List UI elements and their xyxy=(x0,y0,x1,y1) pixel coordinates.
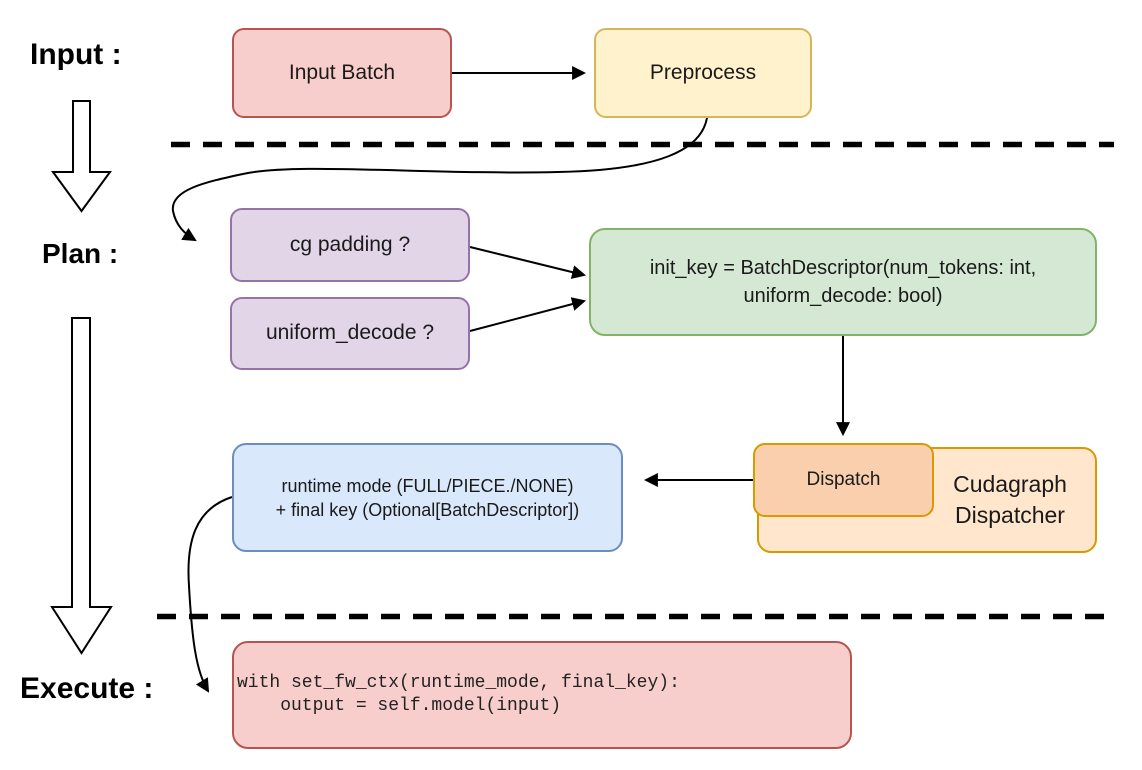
stage-label-plan: Plan : xyxy=(42,238,119,269)
arrow-cgpadding-to-initkey xyxy=(469,246,587,279)
dispatch-node: Dispatch xyxy=(753,443,934,517)
cudagraph-dispatcher-line2: Dispatcher xyxy=(955,502,1065,528)
init-key-line1: init_key = BatchDescriptor(num_tokens: i… xyxy=(649,257,1037,279)
cudagraph-dispatcher-line1: Cudagraph xyxy=(953,471,1067,497)
execute-code-line2: output = self.model(input) xyxy=(237,696,562,716)
uniform-decode-node: uniform_decode ? xyxy=(230,297,470,370)
execute-code-line1: with set_fw_ctx(runtime_mode, final_key)… xyxy=(237,673,680,693)
uniform-decode-label: uniform_decode ? xyxy=(265,321,435,345)
runtime-mode-line1: runtime mode (FULL/PIECE./NONE) xyxy=(281,475,574,496)
stage-label-input: Input : xyxy=(30,38,122,71)
arrow-preprocess-to-cgpadding xyxy=(171,117,708,242)
input-to-plan-arrow xyxy=(51,100,112,213)
arrow-uniformdecode-to-initkey xyxy=(469,297,587,332)
dispatch-label: Dispatch xyxy=(806,469,881,491)
preprocess-label: Preprocess xyxy=(649,60,757,84)
runtime-mode-line2: + final key (Optional[BatchDescriptor]) xyxy=(275,499,580,520)
execute-code-node: with set_fw_ctx(runtime_mode, final_key)… xyxy=(232,641,852,749)
input-batch-node: Input Batch xyxy=(232,28,452,118)
cg-padding-label: cg padding ? xyxy=(289,232,411,256)
cg-padding-node: cg padding ? xyxy=(230,208,470,282)
init-key-line2: uniform_decode: bool) xyxy=(743,285,943,307)
plan-to-execute-arrow xyxy=(50,317,113,655)
arrow-runtimemode-to-executecode xyxy=(187,496,233,693)
preprocess-node: Preprocess xyxy=(594,28,812,118)
init-key-node: init_key = BatchDescriptor(num_tokens: i… xyxy=(589,228,1097,336)
cudagraph-dispatcher-label: Cudagraph Dispatcher xyxy=(931,469,1089,531)
stage-label-execute: Execute : xyxy=(20,672,154,705)
runtime-mode-node: runtime mode (FULL/PIECE./NONE) + final … xyxy=(232,443,623,552)
input-batch-label: Input Batch xyxy=(288,60,396,84)
